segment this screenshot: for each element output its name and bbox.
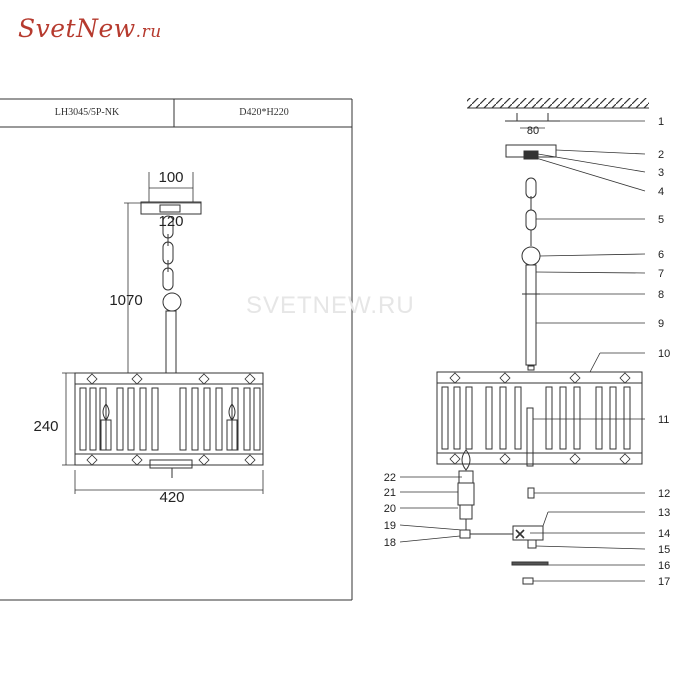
dim-mount-spacing: 80 [527,125,539,137]
part-label: 18 [384,537,396,549]
part-label: 1 [658,116,664,128]
left-assembly-view [62,172,264,494]
part-label: 9 [658,318,664,330]
drawing-frame [0,98,353,601]
dim-canopy-width: 100 [158,169,183,186]
watermark: SVETNEW.RU [246,292,415,319]
part-label: 22 [384,472,396,484]
logo-main-text: SvetNew [18,14,136,43]
part-label: 21 [384,487,396,499]
logo-tld-text: .ru [135,22,162,42]
canopy [140,201,202,215]
product-size: D420*H220 [239,107,289,118]
rod [165,310,177,374]
part-label: 12 [658,488,670,500]
shade [74,372,264,466]
ceiling-hatch [467,98,649,108]
part-label: 11 [658,414,669,426]
part-label: 4 [658,186,664,198]
right-crystal-bars [441,386,631,450]
part-label: 13 [658,507,670,519]
right-exploded-view [436,98,649,585]
part-label: 17 [658,576,670,588]
part-label: 6 [658,249,664,261]
dim-shade-height: 240 [33,418,58,435]
part-label: 19 [384,520,396,532]
diamond-ornaments [86,373,256,466]
part-label: 14 [658,528,670,540]
part-label: 10 [658,348,670,360]
part-label: 2 [658,149,664,161]
part-labels: 1 2 3 4 5 6 7 8 9 10 11 12 13 14 15 16 1… [384,116,671,588]
part-label: 16 [658,560,670,572]
left-dimension-labels: 100 120 1070 240 420 [33,169,184,506]
part-label: 7 [658,268,664,280]
part-label: 20 [384,503,396,515]
part-label: 3 [658,167,664,179]
dim-shade-width: 420 [159,489,184,506]
centre-hub [149,459,193,469]
leader-lines [399,120,646,582]
part-label: 15 [658,544,670,556]
part-label: 8 [658,289,664,301]
candle-bulbs [100,403,238,451]
svetnew-logo[interactable]: SvetNew.ru [18,14,162,43]
model-number: LH3045/5P-NK [54,107,120,118]
dim-total-height: 1070 [109,292,142,309]
chain-ring [162,292,182,312]
chain [162,215,174,291]
dim-canopy-mount: 120 [158,213,183,230]
part-label: 5 [658,214,664,226]
dimension-lines [62,172,264,494]
